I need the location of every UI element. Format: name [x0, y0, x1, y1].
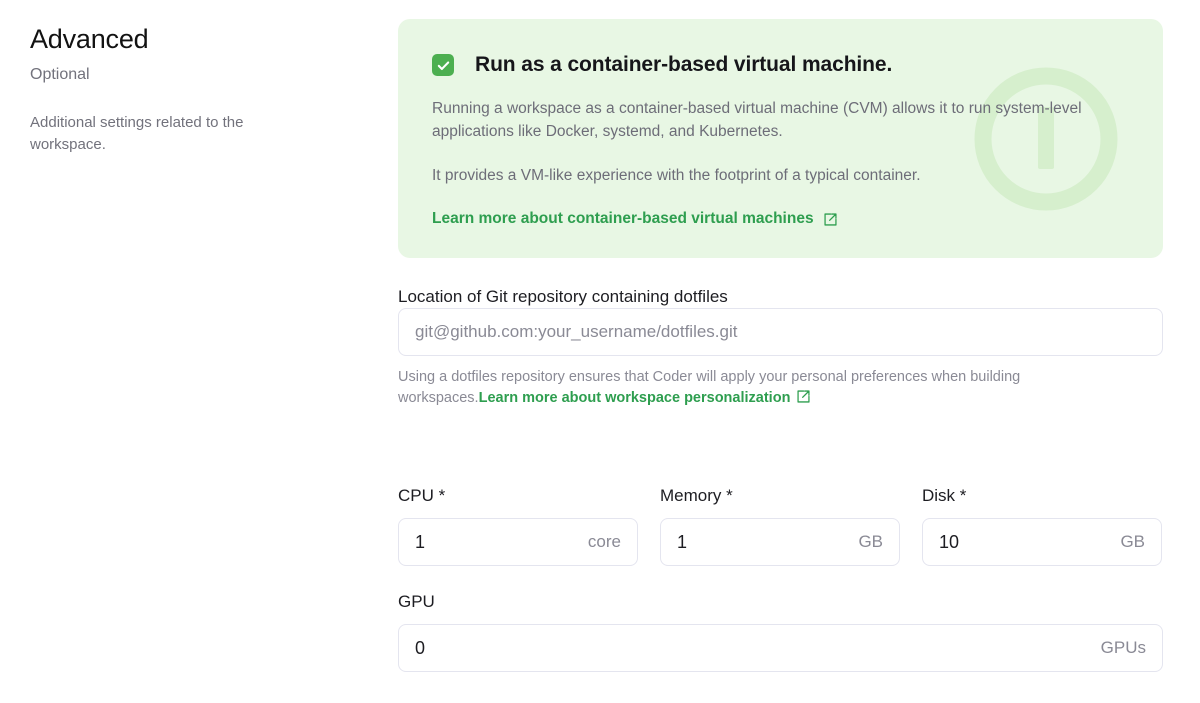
- dotfiles-learn-more-link[interactable]: Learn more about workspace personalizati…: [479, 390, 812, 406]
- gpu-field[interactable]: GPUs: [398, 624, 1163, 672]
- cpu-field-block: CPU * core: [398, 485, 638, 566]
- gpu-input[interactable]: [415, 637, 1146, 659]
- dotfiles-helper-sentence: Using a dotfiles repository ensures that…: [398, 369, 1021, 406]
- dotfiles-learn-more-label: Learn more about workspace personalizati…: [478, 390, 791, 406]
- main-column: Run as a container-based virtual machine…: [398, 19, 1163, 409]
- cvm-callout-header: Run as a container-based virtual machine…: [432, 52, 1129, 78]
- cvm-checkbox[interactable]: [432, 54, 454, 76]
- page-title: Advanced: [30, 24, 149, 54]
- cvm-paragraph-2: It provides a VM-like experience with th…: [432, 167, 921, 184]
- cpu-field[interactable]: core: [398, 518, 638, 566]
- disk-input[interactable]: [939, 531, 1145, 553]
- disk-field-block: Disk * GB: [922, 485, 1162, 566]
- disk-field[interactable]: GB: [922, 518, 1162, 566]
- cvm-paragraph-1: Running a workspace as a container-based…: [432, 100, 1082, 140]
- disk-label: Disk *: [922, 486, 967, 505]
- memory-input[interactable]: [677, 531, 883, 553]
- section-description-column: Advanced Optional Additional settings re…: [30, 22, 370, 156]
- page-description: Additional settings related to the works…: [30, 114, 244, 153]
- cvm-learn-more-label: Learn more about container-based virtual…: [432, 210, 814, 227]
- cvm-title: Run as a container-based virtual machine…: [475, 53, 893, 76]
- page-subtitle: Optional: [30, 66, 90, 83]
- dotfiles-input[interactable]: [398, 308, 1163, 356]
- cpu-input[interactable]: [415, 531, 621, 553]
- gpu-label: GPU: [398, 592, 435, 611]
- check-icon: [437, 60, 449, 70]
- memory-field[interactable]: GB: [660, 518, 900, 566]
- external-link-icon: [797, 390, 810, 403]
- cvm-learn-more-link[interactable]: Learn more about container-based virtual…: [432, 209, 838, 229]
- dotfiles-field-block: Location of Git repository containing do…: [398, 286, 1163, 409]
- resource-row: CPU * core Memory * GB Disk * GB: [398, 485, 1163, 566]
- external-link-icon: [824, 212, 837, 226]
- dotfiles-helper-text: Using a dotfiles repository ensures that…: [398, 367, 1138, 409]
- cpu-label: CPU *: [398, 486, 446, 505]
- gpu-field-block: GPU GPUs: [398, 591, 1163, 672]
- cvm-callout: Run as a container-based virtual machine…: [398, 19, 1163, 258]
- dotfiles-label: Location of Git repository containing do…: [398, 287, 728, 306]
- memory-field-block: Memory * GB: [660, 485, 900, 566]
- memory-label: Memory *: [660, 486, 733, 505]
